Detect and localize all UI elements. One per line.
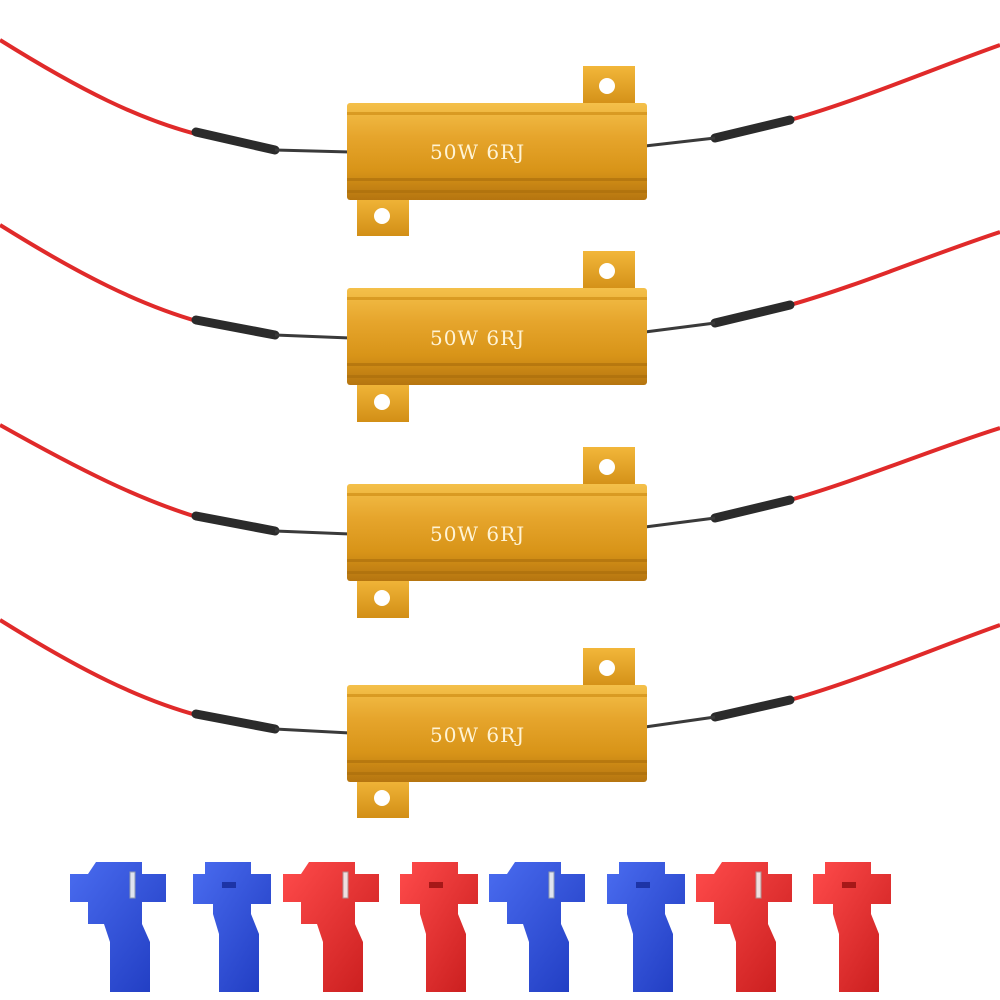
wire-right [789, 230, 1000, 307]
fin [347, 493, 647, 496]
wire-left [0, 618, 201, 718]
mounting-hole [374, 208, 390, 224]
heatshrink-left [191, 127, 280, 155]
fin [347, 760, 647, 763]
resistor-assembly: 50W 6RJ [0, 223, 1000, 422]
fin [347, 112, 647, 115]
red-tap-connector [400, 862, 478, 992]
lead-left [274, 727, 351, 735]
blue-tap-connector [70, 862, 166, 992]
red-tap-connector [696, 862, 792, 992]
fin [347, 772, 647, 775]
resistor-label: 50W 6RJ [430, 522, 525, 546]
blue-tap-connector [607, 862, 685, 992]
resistor-label: 50W 6RJ [430, 723, 525, 747]
lead-left [274, 148, 351, 154]
fin [347, 375, 647, 378]
lead-right [644, 516, 716, 529]
red-tap-connector [283, 862, 379, 992]
mounting-hole [374, 790, 390, 806]
resistor-body [347, 288, 647, 385]
resistor-body [347, 103, 647, 200]
fin [347, 190, 647, 193]
fin [347, 559, 647, 562]
resistor-assembly: 50W 6RJ [0, 618, 1000, 818]
red-tap-connector [813, 862, 891, 992]
blue-tap-connector [193, 862, 271, 992]
heatshrink-left [191, 511, 280, 536]
fin [347, 178, 647, 181]
lead-right [644, 136, 716, 148]
wire-right [789, 623, 1000, 702]
mounting-hole [599, 459, 615, 475]
resistor-body [347, 484, 647, 581]
mounting-hole [599, 263, 615, 279]
mounting-hole [374, 394, 390, 410]
heatshrink-right [710, 495, 795, 523]
connector-row [70, 862, 891, 992]
wire-left [0, 223, 201, 324]
lead-right [644, 715, 716, 729]
fin [347, 297, 647, 300]
resistor-label: 50W 6RJ [430, 326, 525, 350]
fin [347, 694, 647, 697]
resistor-body [347, 685, 647, 782]
heatshrink-left [191, 315, 280, 340]
lead-left [274, 529, 351, 536]
resistor-label: 50W 6RJ [430, 140, 525, 164]
resistor-assembly: 50W 6RJ [0, 423, 1000, 618]
heatshrink-right [710, 300, 795, 328]
blue-tap-connector [489, 862, 585, 992]
mounting-hole [599, 660, 615, 676]
wire-right [789, 43, 1000, 122]
lead-right [644, 321, 716, 334]
wire-left [0, 38, 201, 137]
resistor-assembly: 50W 6RJ [0, 38, 1000, 236]
mounting-hole [599, 78, 615, 94]
wire-right [789, 426, 1000, 502]
mounting-hole [374, 590, 390, 606]
lead-left [274, 333, 351, 340]
wire-left [0, 423, 201, 520]
fin [347, 363, 647, 366]
heatshrink-left [191, 709, 280, 734]
heatshrink-right [710, 115, 795, 143]
fin [347, 571, 647, 574]
heatshrink-right [710, 695, 795, 722]
